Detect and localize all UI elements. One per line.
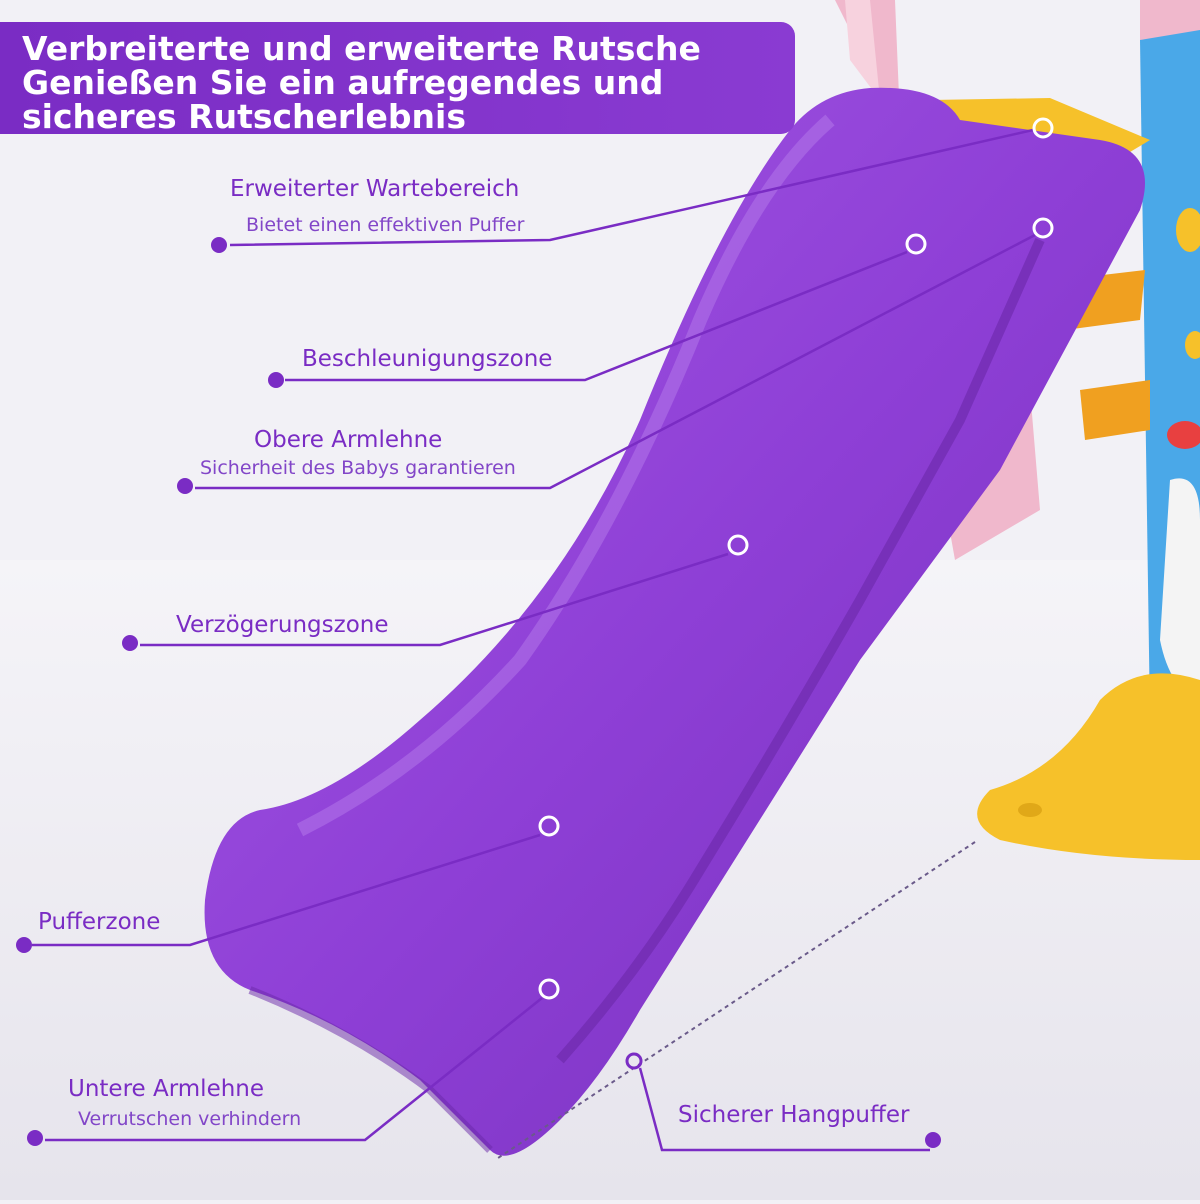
tower-decal-3 — [1167, 421, 1200, 449]
hotspot-wartebereich — [1032, 117, 1054, 139]
callout-wartebereich-title: Erweiterter Wartebereich — [230, 176, 520, 202]
callout-dots — [16, 237, 941, 1148]
slide-inner-edge — [296, 114, 835, 837]
dot-beschleunigung — [268, 372, 284, 388]
tower-pink-highlight — [845, 0, 880, 100]
leader-pufferzone — [32, 833, 541, 947]
leader-obere-armlehne — [195, 233, 1036, 490]
dot-obere-armlehne — [177, 478, 193, 494]
dot-untere-armlehne — [27, 1130, 43, 1146]
slide-side-rail — [556, 237, 1045, 1064]
dot-wartebereich — [211, 237, 227, 253]
hotspot-verzoegerung — [727, 534, 749, 556]
leader-hangpuffer — [638, 1067, 930, 1152]
hotspot-rings — [538, 117, 1054, 1000]
leader-lines — [32, 128, 1036, 1152]
dot-verzoegerung — [122, 635, 138, 651]
hotspot-pufferzone — [538, 815, 560, 837]
headline-line-1: Verbreiterte und erweiterte Rutsche — [22, 29, 701, 68]
hotspot-untere-armlehne — [538, 978, 560, 1000]
dot-hangpuffer — [925, 1132, 941, 1148]
step-lower — [1080, 380, 1150, 440]
callout-untere-armlehne-title: Untere Armlehne — [68, 1076, 265, 1102]
headline-line-2: Genießen Sie ein aufregendes und — [22, 63, 664, 102]
tower-window — [1160, 478, 1200, 700]
tower-decal-1 — [1176, 208, 1200, 252]
headline-banner: Verbreiterte und erweiterte Rutsche Geni… — [0, 22, 795, 136]
hotspot-hangpuffer — [625, 1052, 643, 1070]
callout-verzoegerung-title: Verzögerungszone — [176, 612, 389, 638]
callout-hangpuffer-title: Sicherer Hangpuffer — [678, 1102, 910, 1128]
leader-verzoegerung — [140, 552, 729, 647]
tower-decal-2 — [1185, 331, 1200, 359]
leader-wartebereich — [229, 128, 1034, 247]
leader-untere-armlehne — [45, 997, 543, 1142]
slide-lip — [248, 986, 493, 1153]
callout-obere-armlehne-subtitle: Sicherheit des Babys garantieren — [200, 457, 516, 479]
callout-wartebereich-subtitle: Bietet einen effektiven Puffer — [246, 214, 525, 236]
callout-pufferzone-title: Pufferzone — [38, 909, 161, 935]
callout-obere-armlehne-title: Obere Armlehne — [254, 427, 443, 453]
callout-beschleunigung-title: Beschleunigungszone — [302, 346, 553, 372]
base-hole — [1018, 803, 1042, 817]
leader-beschleunigung — [285, 250, 908, 382]
slide-body — [204, 87, 1145, 1156]
headline-line-3: sicheres Rutscherlebnis — [22, 97, 466, 136]
callout-untere-armlehne-subtitle: Verrutschen verhindern — [78, 1108, 302, 1130]
dot-pufferzone — [16, 937, 32, 953]
hotspot-obere-armlehne — [1032, 217, 1054, 239]
hotspot-beschleunigung — [905, 233, 927, 255]
